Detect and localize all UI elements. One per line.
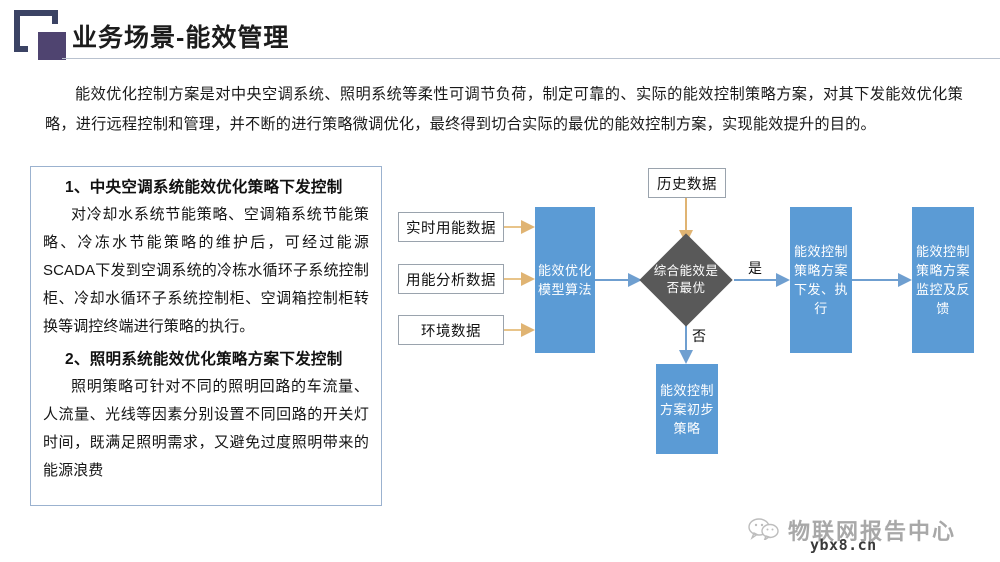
flow-node-realtime-energy-data[interactable]: 实时用能数据 xyxy=(398,212,504,242)
info-panel: 1、中央空调系统能效优化策略下发控制 对冷却水系统节能策略、空调箱系统节能策略、… xyxy=(30,166,382,506)
flow-node-label: 历史数据 xyxy=(657,176,717,193)
flow-node-preliminary-strategy[interactable]: 能效控制方案初步策略 xyxy=(656,364,718,454)
flow-node-history-data[interactable]: 历史数据 xyxy=(648,168,726,198)
flow-node-is-efficiency-optimal[interactable]: 综合能效是否最优 xyxy=(639,233,733,327)
flow-node-label: 能效控制策略方案监控及反馈 xyxy=(915,244,970,316)
page-header: 业务场景-能效管理 xyxy=(0,0,1000,70)
section-2-body: 照明策略可针对不同的照明回路的车流量、人流量、光线等因素分别设置不同回路的开关灯… xyxy=(43,378,369,479)
edge-label-yes: 是 xyxy=(748,260,763,276)
flow-node-efficiency-optimization-algorithm[interactable]: 能效优化模型算法 xyxy=(535,207,595,353)
watermark: 物联网报告中心 ybx8.cn xyxy=(748,514,996,554)
flow-node-environment-data[interactable]: 环境数据 xyxy=(398,315,504,345)
flow-node-label: 能效优化模型算法 xyxy=(537,263,592,297)
logo-bracket-shape xyxy=(14,10,58,52)
company-logo xyxy=(14,10,66,60)
flow-node-label: 综合能效是否最优 xyxy=(653,264,719,295)
page-title: 业务场景-能效管理 xyxy=(72,24,290,52)
flow-node-strategy-monitor-feedback[interactable]: 能效控制策略方案监控及反馈 xyxy=(912,207,974,353)
section-1-body: 对冷却水系统节能策略、空调箱系统节能策略、冷冻水节能策略的维护后，可经过能源SC… xyxy=(43,206,369,335)
section-1-heading: 1、中央空调系统能效优化策略下发控制 xyxy=(65,179,343,196)
section-2-heading: 2、照明系统能效优化策略方案下发控制 xyxy=(65,351,343,368)
title-divider xyxy=(62,58,1000,59)
flow-node-label: 能效控制策略方案下发、执行 xyxy=(793,244,848,316)
flow-node-label: 实时用能数据 xyxy=(406,220,496,237)
intro-paragraph: 能效优化控制方案是对中央空调系统、照明系统等柔性可调节负荷，制定可靠的、实际的能… xyxy=(45,86,963,133)
flow-node-label: 能效控制方案初步策略 xyxy=(659,382,714,436)
flow-node-energy-analysis-data[interactable]: 用能分析数据 xyxy=(398,264,504,294)
flow-node-strategy-dispatch-execute[interactable]: 能效控制策略方案下发、执行 xyxy=(790,207,852,353)
logo-square-shape xyxy=(38,32,66,60)
wechat-icon xyxy=(748,518,779,540)
efficiency-control-flowchart: 实时用能数据 用能分析数据 环境数据 历史数据 能效优化模型算法 综合能效是否最… xyxy=(390,150,995,510)
flow-node-label: 用能分析数据 xyxy=(406,272,496,289)
watermark-brand: 物联网报告中心 xyxy=(788,519,957,544)
flow-node-label: 环境数据 xyxy=(421,323,481,340)
edge-label-no: 否 xyxy=(692,328,707,344)
watermark-url: ybx8.cn xyxy=(810,536,877,554)
